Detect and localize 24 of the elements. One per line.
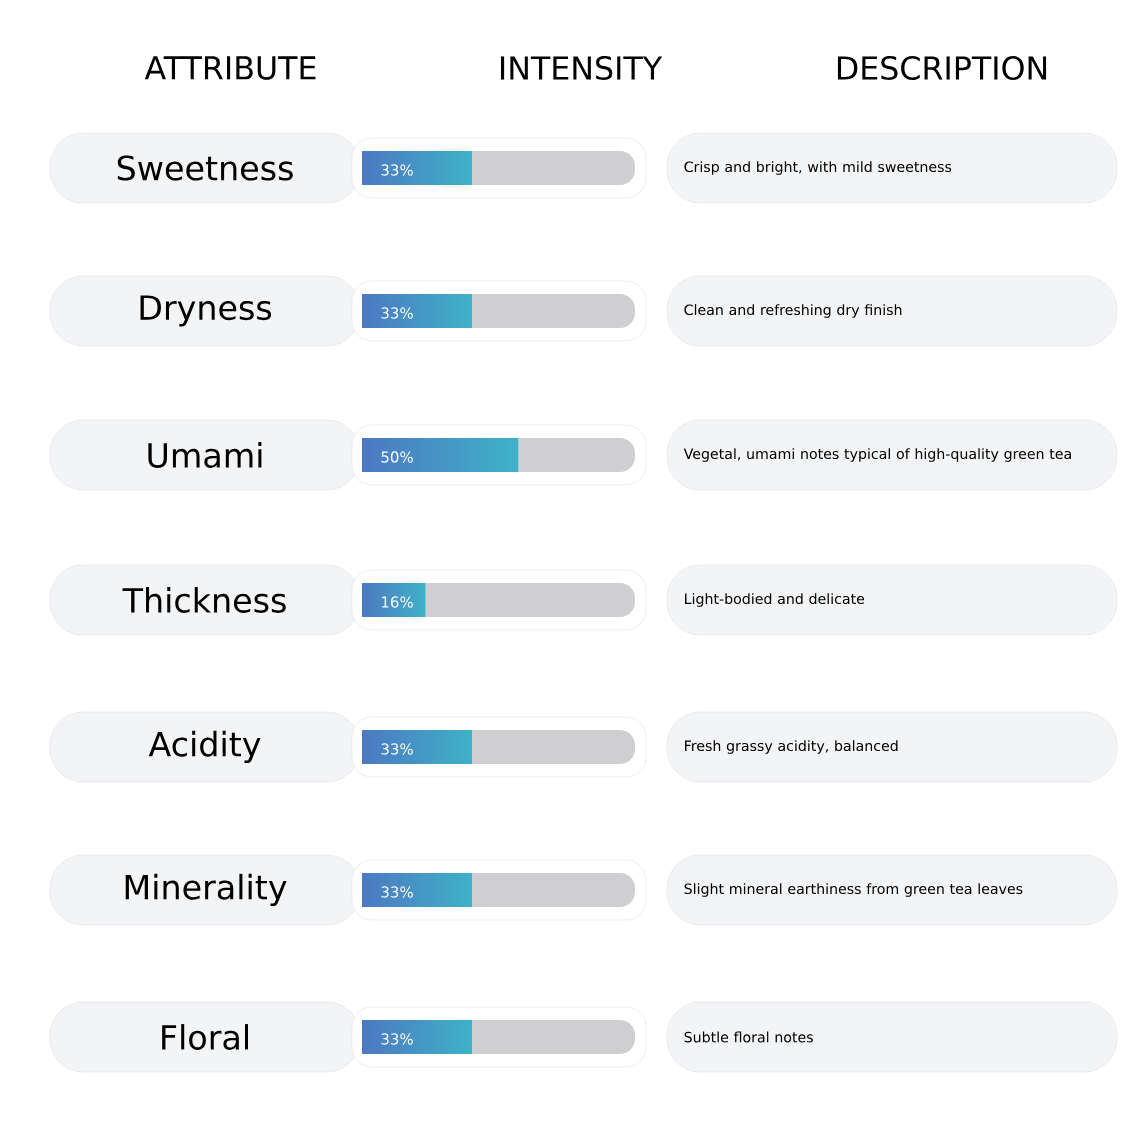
intensity-bar: 33% [351, 859, 647, 921]
description-pill: Clean and refreshing dry finish [666, 275, 1118, 347]
intensity-bar: 33% [351, 137, 647, 199]
description-pill: Crisp and bright, with mild sweetness [666, 132, 1118, 204]
description-pill: Light-bodied and delicate [666, 564, 1118, 636]
attribute-pill: Thickness [49, 564, 361, 636]
intensity-bar: 33% [351, 280, 647, 342]
attribute-pill: Umami [49, 419, 361, 491]
column-header: ATTRIBUTE [144, 56, 316, 80]
attribute-pill: Dryness [49, 275, 361, 347]
description-pill: Fresh grassy acidity, balanced [666, 711, 1118, 783]
intensity-bar: 33% [351, 716, 647, 778]
description-pill: Slight mineral earthiness from green tea leaves [666, 854, 1118, 926]
description-pill: Subtle floral notes [666, 1001, 1118, 1073]
attribute-pill: Minerality [49, 854, 361, 926]
intensity-bar: 33% [351, 1006, 647, 1068]
column-header: DESCRIPTION [837, 56, 1047, 80]
column-header: INTENSITY [501, 56, 663, 80]
attribute-pill: Acidity [49, 711, 361, 783]
intensity-bar: 50% [351, 424, 647, 486]
attribute-pill: Floral [49, 1001, 361, 1073]
attribute-pill: Sweetness [49, 132, 361, 204]
intensity-bar: 16% [351, 569, 647, 631]
description-pill: Vegetal, umami notes typical of high-quality green tea [666, 419, 1118, 491]
